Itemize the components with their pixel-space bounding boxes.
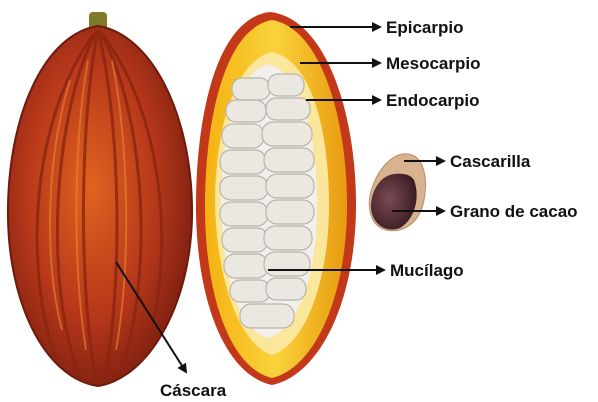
label-cascara: Cáscara [160,381,227,400]
pod-body [8,26,192,386]
label-cascarilla: Cascarilla [450,152,531,171]
cut-cacao-pod [196,12,356,385]
label-mucilago: Mucílago [390,261,464,280]
cacao-seed [369,154,425,231]
label-grano-de-cacao: Grano de cacao [450,202,578,221]
label-mesocarpio: Mesocarpio [386,54,480,73]
whole-cacao-pod [8,12,192,386]
label-endocarpio: Endocarpio [386,91,480,110]
label-epicarpio: Epicarpio [386,18,463,37]
